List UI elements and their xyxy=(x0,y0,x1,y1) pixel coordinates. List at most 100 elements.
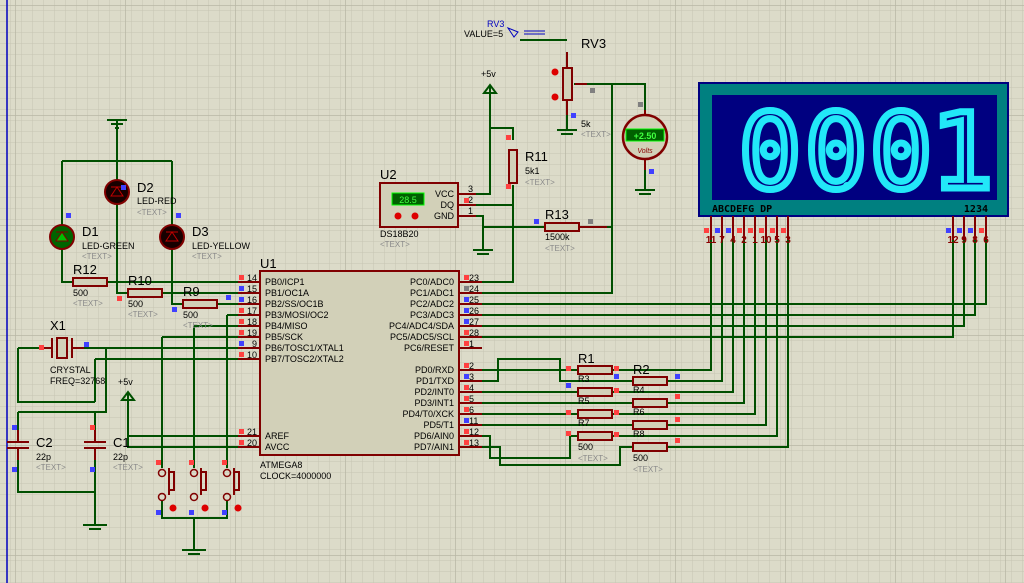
r8-ref: R8 xyxy=(633,429,645,439)
resistor-r9[interactable]: R9 500 <TEXT> xyxy=(182,284,218,330)
resistor[interactable] xyxy=(577,409,613,419)
pin-state-marker xyxy=(464,418,469,423)
d1-part: LED-GREEN xyxy=(82,241,135,251)
resistor[interactable] xyxy=(577,431,613,441)
rv3-decrease-button[interactable] xyxy=(551,93,559,101)
u2-pin-dq: DQ xyxy=(441,200,455,210)
crystal-x1[interactable]: X1 CRYSTAL FREQ=32768 xyxy=(40,318,105,386)
pin-state-marker xyxy=(675,438,680,443)
r12-ref: R12 xyxy=(73,262,97,277)
power-terminal-5v-top: +5v xyxy=(481,69,498,95)
pin-state-marker xyxy=(770,228,775,233)
resistor[interactable] xyxy=(632,376,668,386)
potentiometer-rv3[interactable]: RV3 5k <TEXT> xyxy=(551,36,612,139)
u1-pin-number: 2 xyxy=(469,361,474,371)
r5-ref: R5 xyxy=(578,396,590,406)
button-1[interactable] xyxy=(157,468,177,512)
u1-pin-number: 3 xyxy=(469,372,474,382)
capacitor-c1[interactable]: C1 22p <TEXT> xyxy=(84,430,143,472)
x1-ref: X1 xyxy=(50,318,66,333)
pin-state-marker xyxy=(226,295,231,300)
u1-pin-label: PB3/MOSI/OC2 xyxy=(265,310,329,320)
pushbuttons[interactable] xyxy=(157,468,242,512)
resistor[interactable] xyxy=(632,398,668,408)
pin-state-marker xyxy=(189,460,194,465)
pin-state-marker xyxy=(239,440,244,445)
segment-pin-number: 10 xyxy=(760,235,772,246)
pin-state-marker xyxy=(748,228,753,233)
u2-ds18b20[interactable]: 28.5 VCC DQ GND 3 2 1 U2 DS18B20 <TEXT> xyxy=(379,167,476,249)
resistor[interactable] xyxy=(577,387,613,397)
r13-text: <TEXT> xyxy=(545,244,575,253)
resistor[interactable] xyxy=(577,365,613,375)
u1-pin-label: PD5/T1 xyxy=(423,420,454,430)
c2-text: <TEXT> xyxy=(36,463,66,472)
u2-text: <TEXT> xyxy=(380,240,410,249)
r1-text: <TEXT> xyxy=(578,454,608,463)
voltage-probe-rv3[interactable]: RV3 VALUE=5 xyxy=(464,19,545,39)
pin-state-marker xyxy=(566,431,571,436)
resistor-r11[interactable]: R11 5k1 <TEXT> xyxy=(508,149,555,187)
digit-pin-number: 6 xyxy=(983,235,989,246)
resistor-r12[interactable]: R12 500 <TEXT> xyxy=(72,262,108,308)
pin-state-marker xyxy=(571,113,576,118)
pin-state-marker xyxy=(39,345,44,350)
button-3[interactable] xyxy=(222,468,242,512)
display-digit: 0 xyxy=(870,91,933,213)
pin-state-marker xyxy=(156,510,161,515)
r2-value: 500 xyxy=(633,453,648,463)
pin-state-marker xyxy=(566,383,571,388)
r11-text: <TEXT> xyxy=(525,178,555,187)
u1-pin-number: 4 xyxy=(469,383,474,393)
resistor[interactable] xyxy=(632,420,668,430)
u1-pin-number: 28 xyxy=(469,328,479,338)
pin-state-marker xyxy=(117,296,122,301)
resistor-r13[interactable]: R13 1500k <TEXT> xyxy=(544,207,607,253)
u1-atmega8[interactable]: U1 ATMEGA8 CLOCK=4000000 PB0/ICP114PB1/O… xyxy=(238,256,482,481)
pin-state-marker xyxy=(239,429,244,434)
u2-increase-button[interactable] xyxy=(411,212,419,220)
segment-label: ABCDEFG DP xyxy=(712,204,772,215)
segment-pin-number: 1 xyxy=(752,235,758,246)
u1-pin-number: 25 xyxy=(469,295,479,305)
pin-state-marker xyxy=(84,342,89,347)
rv3-increase-button[interactable] xyxy=(551,68,559,76)
resistor-r10[interactable]: R10 500 <TEXT> xyxy=(127,273,163,319)
led-d3[interactable]: D3 LED-YELLOW <TEXT> xyxy=(159,224,251,261)
segment-pin-number: 5 xyxy=(774,235,780,246)
pin-state-marker xyxy=(614,388,619,393)
pin-state-marker xyxy=(649,169,654,174)
pin-state-marker xyxy=(464,198,469,203)
resistor[interactable] xyxy=(632,442,668,452)
pin-state-marker xyxy=(239,319,244,324)
segment-pin-number: 7 xyxy=(719,235,725,246)
voltmeter[interactable]: +2.50 Volts xyxy=(621,110,669,170)
pin-state-marker xyxy=(464,319,469,324)
u1-pin-label: PD4/T0/XCK xyxy=(402,409,454,419)
r9-text: <TEXT> xyxy=(183,321,213,330)
pin-state-marker xyxy=(590,88,595,93)
pin-state-marker xyxy=(464,363,469,368)
r10-value: 500 xyxy=(128,299,143,309)
led-d1[interactable]: D1 LED-GREEN <TEXT> xyxy=(49,224,135,261)
button-2[interactable] xyxy=(189,468,209,512)
capacitor-c2[interactable]: C2 22p <TEXT> xyxy=(7,430,66,472)
resistor-pack[interactable]: R1 R2 500 <TEXT> 500 <TEXT> R3 R4 R5 R6 … xyxy=(577,351,668,474)
pin-state-marker xyxy=(464,341,469,346)
d2-ref: D2 xyxy=(137,180,154,195)
r13-ref: R13 xyxy=(545,207,569,222)
d3-part: LED-YELLOW xyxy=(192,241,251,251)
display-digit: 1 xyxy=(931,91,994,213)
voltmeter-unit: Volts xyxy=(637,148,653,155)
r3-ref: R3 xyxy=(578,374,590,384)
pin-state-marker xyxy=(464,297,469,302)
pin-state-marker xyxy=(614,366,619,371)
pin-state-marker xyxy=(726,228,731,233)
u1-pin-label: PB1/OC1A xyxy=(265,288,309,298)
pin-state-marker xyxy=(176,213,181,218)
u1-pin-number: 5 xyxy=(469,394,474,404)
probe-ref: RV3 xyxy=(487,19,504,29)
u2-decrease-button[interactable] xyxy=(394,212,402,220)
